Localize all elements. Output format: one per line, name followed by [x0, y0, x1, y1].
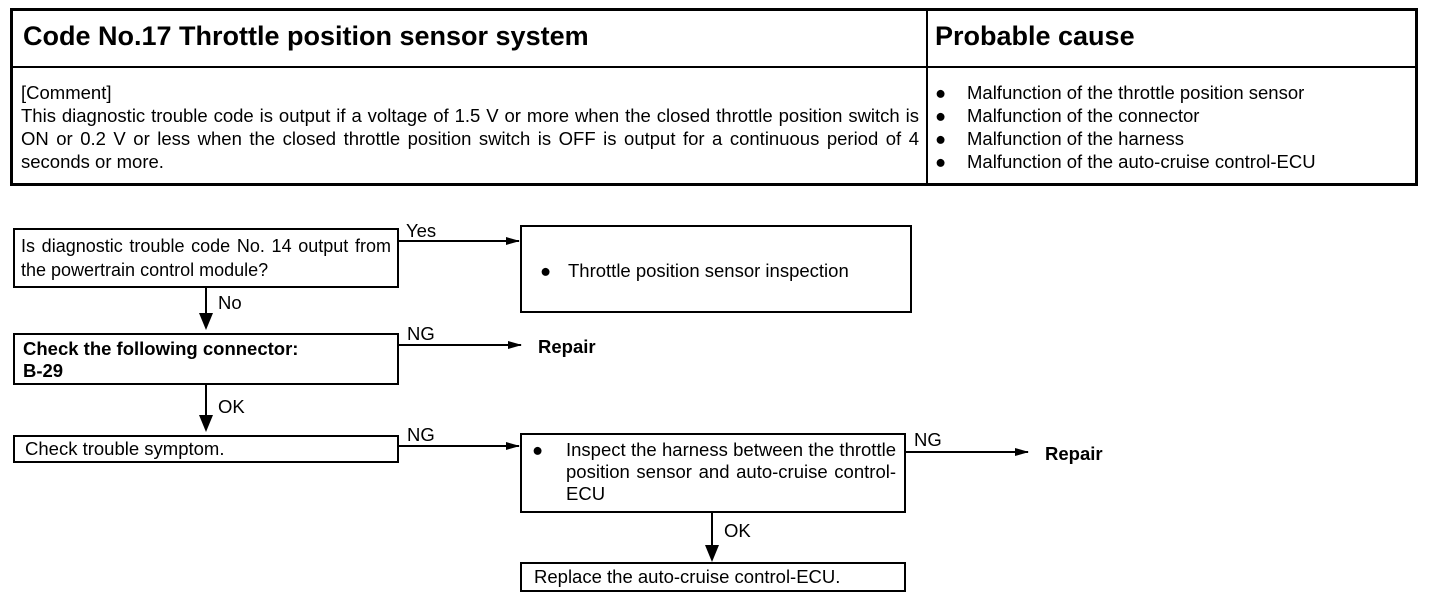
- ng-label-1: NG: [407, 323, 435, 344]
- ok-label-2: OK: [724, 520, 751, 541]
- tps-inspection-item: ● Throttle position sensor inspection: [532, 260, 849, 282]
- inspect-harness-item: ● Inspect the harness between the thrott…: [530, 439, 896, 505]
- cause-item: ●Malfunction of the auto-cruise control-…: [935, 151, 1316, 172]
- check-connector-text: Check the following connector:: [23, 338, 299, 359]
- repair-label-1: Repair: [538, 336, 596, 357]
- cause-item: ●Malfunction of the connector: [935, 105, 1200, 126]
- bullet-icon: ●: [540, 260, 552, 281]
- bullet-icon: ●: [935, 151, 947, 172]
- cause-item: ●Malfunction of the throttle position se…: [935, 82, 1305, 103]
- ng-label-2: NG: [407, 424, 435, 445]
- tps-inspection-text: Throttle position sensor inspection: [568, 260, 849, 281]
- yes-label: Yes: [406, 220, 437, 241]
- comment-block: [Comment] This diagnostic trouble code i…: [21, 81, 919, 173]
- inspect-harness-box: ● Inspect the harness between the thrott…: [520, 433, 906, 513]
- ok-arrow-1-head: [199, 415, 213, 432]
- probable-cause-heading: Probable cause: [935, 21, 1135, 51]
- bullet-icon: ●: [935, 105, 947, 126]
- bullet-icon: ●: [935, 82, 947, 103]
- row-divider: [13, 66, 1415, 68]
- cause-item: ●Malfunction of the harness: [935, 128, 1184, 149]
- bullet-icon: ●: [532, 439, 544, 460]
- bullet-icon: ●: [935, 128, 947, 149]
- repair-label-2: Repair: [1045, 443, 1103, 464]
- check-connector-box: Check the following connector: B-29: [13, 333, 399, 385]
- check-symptom-box: Check trouble symptom.: [13, 435, 399, 463]
- question-dtc-14-box: Is diagnostic trouble code No. 14 output…: [13, 228, 399, 288]
- connector-id: B-29: [23, 360, 64, 381]
- comment-text: This diagnostic trouble code is output i…: [21, 105, 919, 172]
- code-title: Code No.17 Throttle position sensor syst…: [23, 21, 589, 51]
- no-arrow-head: [199, 313, 213, 330]
- code-table: Code No.17 Throttle position sensor syst…: [10, 8, 1418, 186]
- probable-cause-list: ●Malfunction of the throttle position se…: [933, 81, 1316, 173]
- no-label: No: [218, 292, 242, 313]
- tps-inspection-box: ● Throttle position sensor inspection: [520, 225, 912, 313]
- inspect-harness-text: Inspect the harness between the throttle…: [566, 439, 896, 504]
- ok-arrow-2-head: [705, 545, 719, 562]
- ok-label-1: OK: [218, 396, 245, 417]
- replace-ecu-box: Replace the auto-cruise control-ECU.: [520, 562, 906, 592]
- ng-label-3: NG: [914, 429, 942, 450]
- comment-label: [Comment]: [21, 82, 112, 103]
- column-divider: [926, 11, 928, 183]
